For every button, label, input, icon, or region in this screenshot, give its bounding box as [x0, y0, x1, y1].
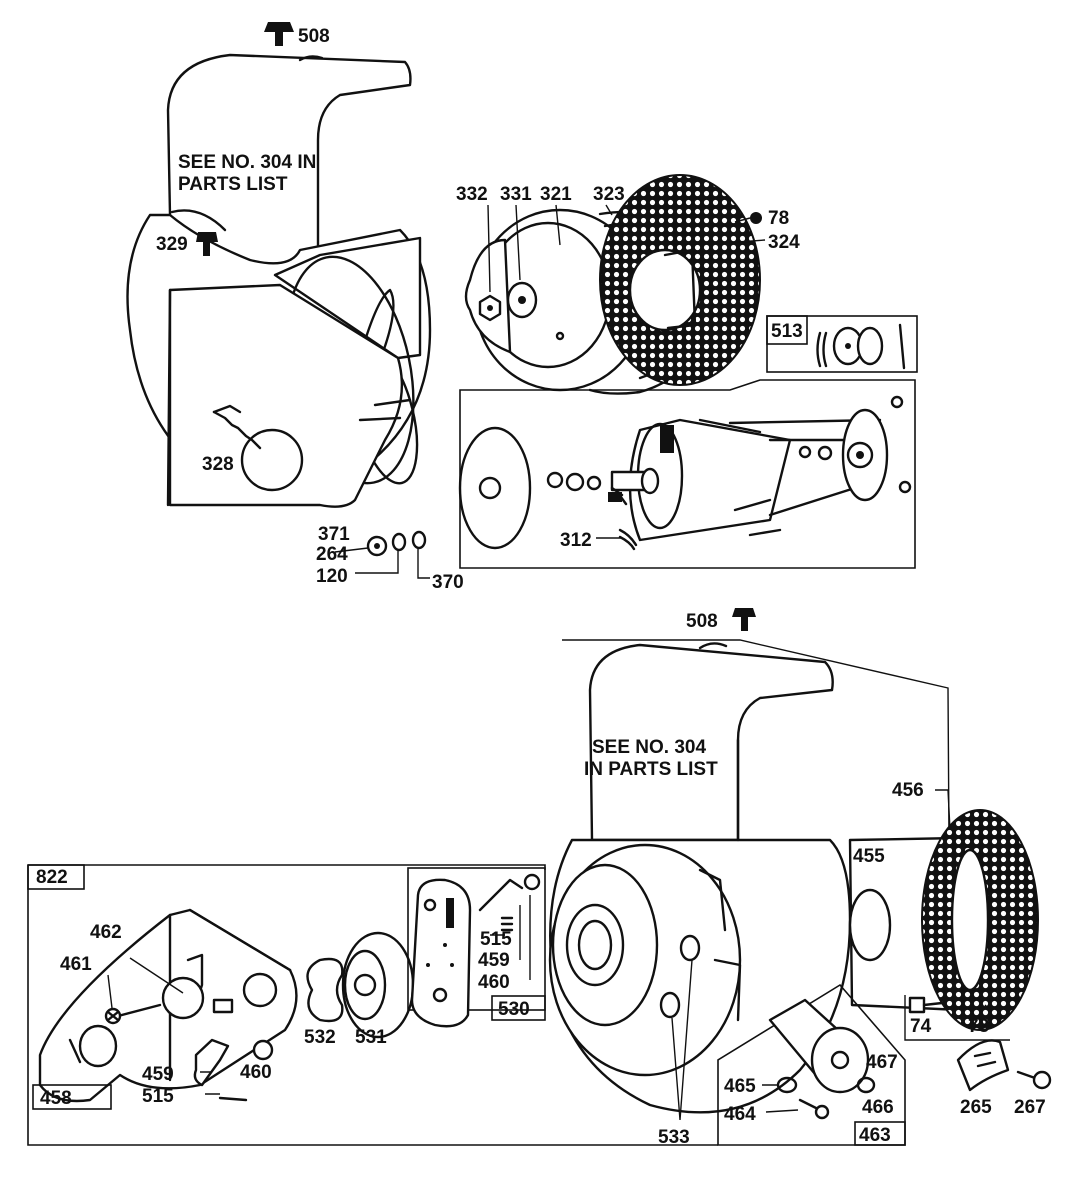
label-329: 329: [156, 234, 188, 255]
guard-plate-458: [38, 908, 298, 1103]
label-459-left: 459: [142, 1064, 174, 1085]
top-shroud-note-line1: SEE NO. 304 IN: [178, 152, 316, 173]
label-464: 464: [724, 1104, 756, 1125]
gear-531: [341, 931, 415, 1039]
kit-box-530: [407, 867, 546, 1028]
label-465: 465: [724, 1076, 756, 1097]
label-458: 458: [40, 1088, 72, 1109]
label-467: 467: [866, 1052, 898, 1073]
spring-532: [306, 957, 344, 1023]
screen-324: [599, 174, 761, 386]
label-331: 331: [500, 184, 532, 205]
label-460-right: 460: [478, 972, 510, 993]
label-508-bottom: 508: [686, 611, 718, 632]
label-508-top: 508: [298, 26, 330, 47]
label-463: 463: [859, 1125, 891, 1146]
ring-460-left: [252, 1039, 274, 1061]
label-265: 265: [960, 1097, 992, 1118]
belt-guard-328: [166, 283, 412, 508]
label-323: 323: [593, 184, 625, 205]
screen-456: [921, 809, 1039, 1031]
label-73: 73: [968, 1016, 989, 1037]
label-462: 462: [90, 922, 122, 943]
label-459-right: 459: [478, 950, 510, 971]
label-332: 332: [456, 184, 488, 205]
label-264: 264: [316, 544, 348, 565]
kit-box-463: [717, 983, 906, 1146]
label-78: 78: [768, 208, 789, 229]
label-515-left: 515: [142, 1086, 174, 1107]
hardware-371-264-120-370: [334, 530, 430, 579]
label-455: 455: [853, 846, 885, 867]
bottom-shroud-note-line1: SEE NO. 304: [592, 737, 706, 758]
label-267: 267: [1014, 1097, 1046, 1118]
bolt-508-bottom: [732, 608, 756, 631]
label-533: 533: [658, 1127, 690, 1148]
bolt-508-top: [264, 22, 294, 46]
starter-cup: [548, 843, 742, 1077]
screw-267: [1016, 1070, 1052, 1090]
label-321: 321: [540, 184, 572, 205]
bottom-shroud-note-line2: IN PARTS LIST: [584, 759, 718, 780]
label-515-right: 515: [480, 929, 512, 950]
label-324: 324: [768, 232, 800, 253]
label-460-left: 460: [240, 1062, 272, 1083]
label-312: 312: [560, 530, 592, 551]
bolt-329: [196, 232, 218, 256]
label-513: 513: [771, 321, 803, 342]
top-shroud-note-line2: PARTS LIST: [178, 174, 288, 195]
pawl-459-left: [193, 1038, 248, 1102]
screw-78: [734, 212, 762, 224]
label-370: 370: [432, 572, 464, 593]
bolt-74: [908, 996, 944, 1014]
label-456: 456: [892, 780, 924, 801]
label-530: 530: [498, 999, 530, 1020]
label-328: 328: [202, 454, 234, 475]
label-532: 532: [304, 1027, 336, 1048]
label-461: 461: [60, 954, 92, 975]
clamp-265: [956, 1039, 1010, 1092]
kit-box-513: [766, 315, 918, 373]
label-74: 74: [910, 1016, 932, 1037]
label-822: 822: [36, 867, 68, 888]
label-466: 466: [862, 1097, 894, 1118]
label-120: 120: [316, 566, 348, 587]
starter-motor-box: [458, 379, 916, 569]
label-531: 531: [355, 1027, 387, 1048]
label-371: 371: [318, 524, 350, 545]
